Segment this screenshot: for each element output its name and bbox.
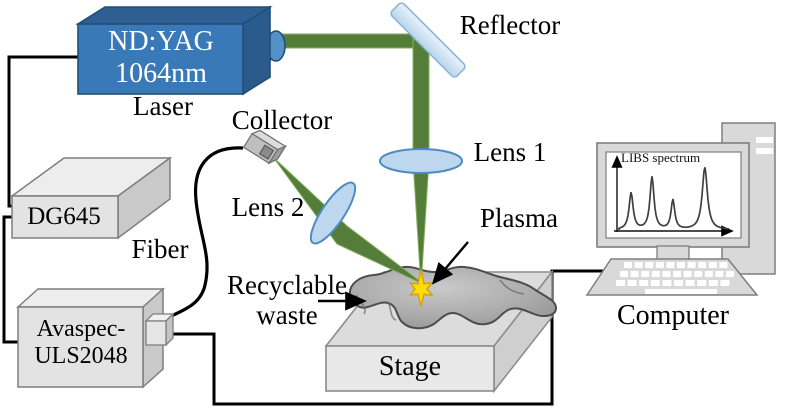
waste-label: Recyclable waste [222,270,352,330]
laser-label: Laser [133,91,193,121]
lens-2 [309,181,357,245]
stage-label: Stage [378,351,442,382]
dg645-spectrometer-wire [2,215,19,344]
computer-label: Computer [617,300,729,331]
tower-slot-1 [756,137,773,143]
spectrometer-label-line2: ULS2048 [34,342,128,369]
waste-sample [348,265,558,330]
dg645-label: DG645 [27,203,101,230]
lens-1 [379,148,463,174]
keyboard-keys [616,262,734,294]
lens2-label: Lens 2 [231,192,305,222]
fiber-connector [144,312,175,347]
dg645-box [9,156,173,240]
monitor-screen [605,151,742,239]
waste-label-line2: waste [256,300,318,331]
laser-model-text: ND:YAG 1064nm [84,26,238,91]
laser-model-line1: ND:YAG [108,26,214,57]
monitor-stand [656,245,690,261]
spectrum-axes [611,155,734,237]
spectrometer-label: Avaspec- ULS2048 [20,316,142,370]
monitor [596,142,750,248]
fiber-cable [163,146,244,322]
screen-title: LIBS spectrum [621,150,701,165]
spectrometer-label-line1: Avaspec- [36,316,126,342]
laser-beam-vertical [412,37,430,163]
waste-label-line1: Recyclable [227,270,347,300]
spectrum-curve [618,167,730,230]
laser-box [75,5,286,96]
reflector-mirror [390,2,466,78]
spectrometer-computer-wire [172,269,603,406]
lens1-label: Lens 1 [473,137,547,167]
tower-slot-2 [756,148,773,154]
collector-device [242,129,288,165]
keyboard [585,258,759,296]
plasma-arrow [431,241,469,285]
reflector-label: Reflector [459,10,561,40]
laser-model-line2: 1064nm [115,58,207,90]
fiber-label: Fiber [131,234,189,264]
plasma-label: Plasma [480,203,558,233]
collector-label: Collector [231,105,333,135]
